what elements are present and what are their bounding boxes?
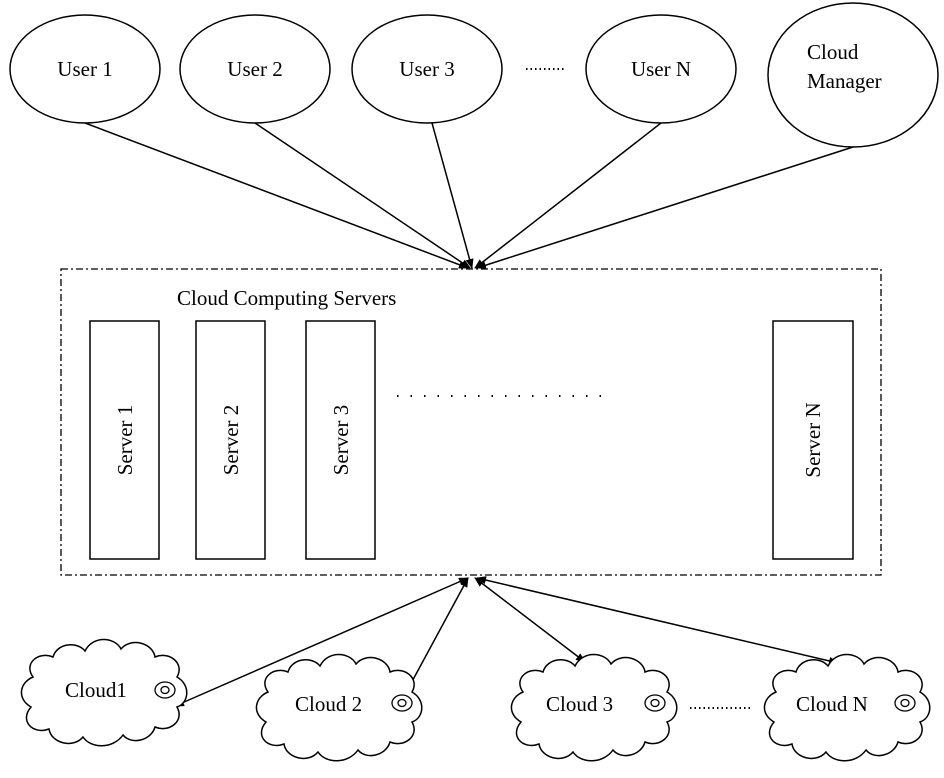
usern-to-servers-arrow: [474, 122, 662, 269]
cloud-manager-label-line2: Manager: [807, 69, 882, 93]
user-label: User 2: [227, 57, 282, 81]
user-node-1: User 1: [9, 14, 161, 124]
cloud-node-2: Cloud 2: [255, 653, 423, 762]
server-rect: [195, 320, 266, 560]
cloud-node-n: Cloud N: [763, 653, 931, 762]
server-box-2: Server 2: [195, 320, 266, 560]
server-rect: [305, 320, 376, 560]
server-box-1: Server 1: [89, 320, 160, 560]
server-label: Server 3: [329, 405, 353, 476]
user-label: User 1: [57, 57, 112, 81]
user-node-2: User 2: [179, 14, 331, 124]
cloud-label: Cloud N: [796, 692, 868, 716]
cloud-db-icon: [644, 694, 666, 712]
server-label: Server 1: [113, 405, 137, 476]
user-label: User N: [631, 57, 691, 81]
manager-to-servers-arrow: [476, 146, 854, 270]
servers-cloudn-arrow: [476, 576, 839, 665]
cloud-db-icon: [391, 694, 413, 712]
cloud-manager-node: Cloud Manager: [767, 2, 939, 148]
user1-to-servers-arrow: [84, 122, 469, 269]
user-node-3: User 3: [351, 14, 503, 124]
server-group-title: Cloud Computing Servers: [177, 286, 396, 310]
server-label: Server 2: [219, 405, 243, 476]
cloud-manager-label-line1: Cloud: [807, 40, 859, 64]
server-rect: [89, 320, 160, 560]
user-label: User 3: [399, 57, 454, 81]
server-label: Server N: [801, 402, 825, 477]
cloud-label: Cloud1: [65, 678, 127, 702]
cloud-label: Cloud 3: [546, 692, 613, 716]
server-box-3: Server 3: [305, 320, 376, 560]
server-box-n: Server N: [772, 320, 854, 560]
user2-to-servers-arrow: [254, 122, 471, 269]
user-node-n: User N: [585, 14, 737, 124]
user-ellipse: [351, 14, 503, 124]
server-rect: [772, 320, 854, 560]
cloud-db-icon: [894, 694, 916, 712]
cloud-db-icon: [154, 681, 176, 699]
user3-to-servers-arrow: [431, 122, 474, 269]
server-group-frame: [60, 268, 882, 576]
cloud-node-3: Cloud 3: [510, 653, 678, 762]
cloud-label: Cloud 2: [295, 692, 362, 716]
cloud-node-1: Cloud1: [20, 638, 188, 747]
